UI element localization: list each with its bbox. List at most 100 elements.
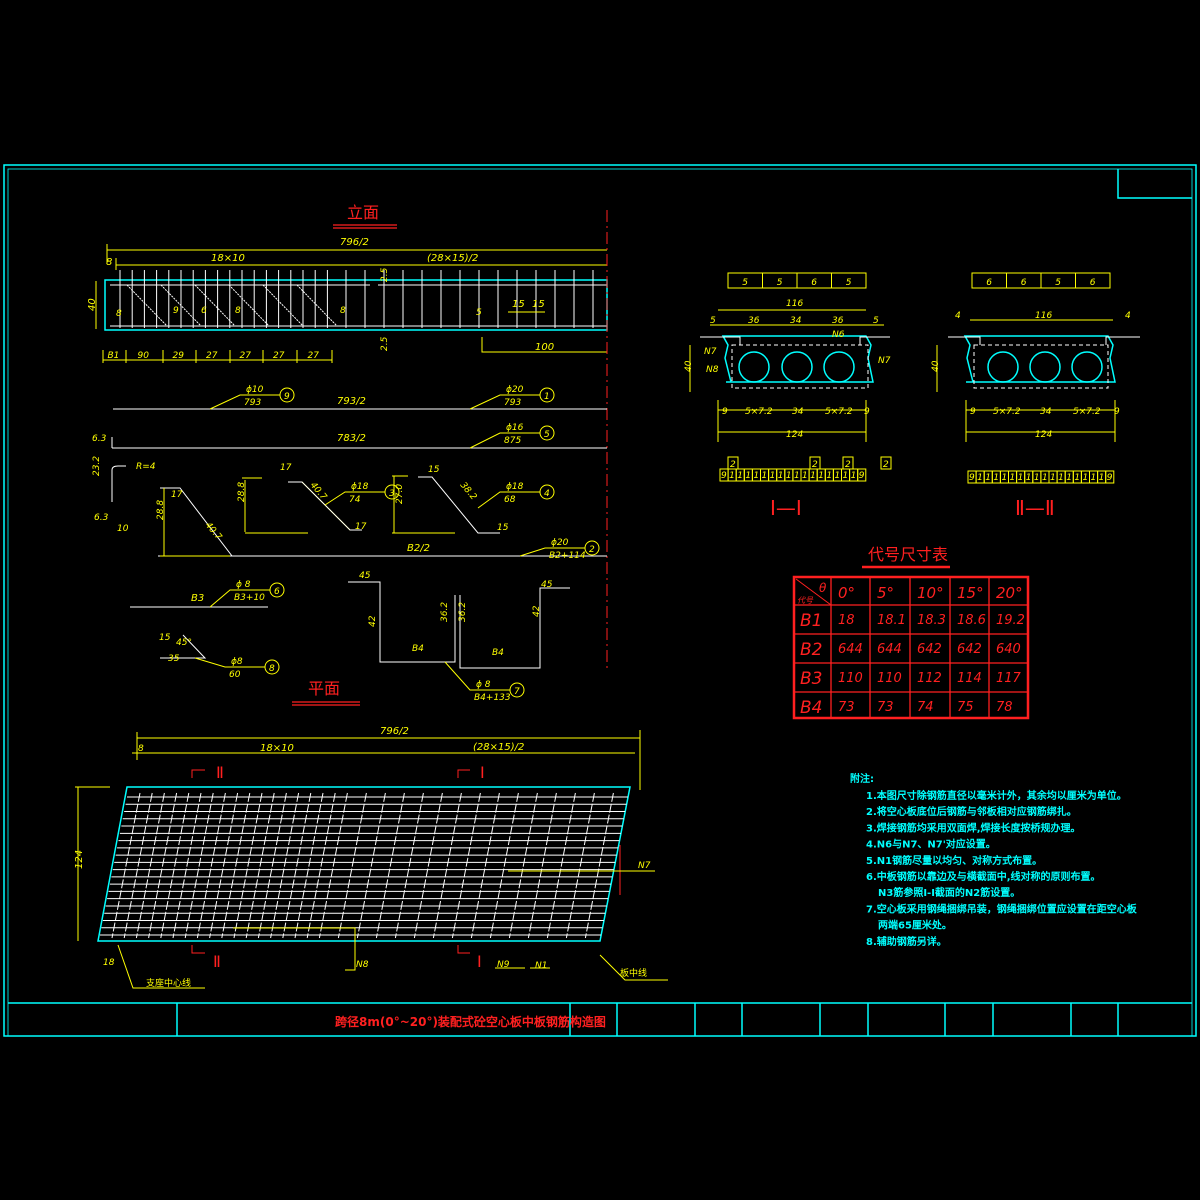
svg-text:15: 15 xyxy=(532,299,545,310)
plan-stirrup xyxy=(356,792,386,939)
svg-text:18: 18 xyxy=(103,958,115,968)
bar-3-leader xyxy=(324,491,385,506)
section1-h40: 40 xyxy=(684,360,694,372)
bar-7-diameter: ϕ 8 xyxy=(476,680,491,690)
bar-id-label: 2 xyxy=(845,460,851,470)
bar-id-label: 1 xyxy=(737,471,743,481)
section1-b9a: 9 xyxy=(722,407,728,417)
table-cell: 75 xyxy=(957,700,974,715)
bar-3-id: 3 xyxy=(389,489,395,499)
svg-text:45: 45 xyxy=(359,571,371,581)
bar-id-label: 1 xyxy=(1010,473,1016,483)
section1-N6: N6 xyxy=(832,330,845,340)
section2-w116: 116 xyxy=(1035,311,1052,321)
bar-id-label: 6 xyxy=(811,278,817,288)
plan-stirrup xyxy=(508,792,538,939)
bent-bar xyxy=(262,284,304,327)
bar-7-leader xyxy=(444,661,510,691)
bar-8-id: 8 xyxy=(269,664,275,674)
bar-id-label: 5 xyxy=(777,278,783,288)
section-1-title: Ⅰ—Ⅰ xyxy=(770,496,802,520)
bar-id-label: 1 xyxy=(778,471,784,481)
bar-8-leader xyxy=(194,657,265,668)
section1-l5: 5 xyxy=(710,316,716,326)
bar-9-leader xyxy=(209,394,280,410)
svg-text:796/2: 796/2 xyxy=(340,237,369,248)
svg-text:板中线: 板中线 xyxy=(620,967,647,979)
section2-b34: 34 xyxy=(1040,407,1052,417)
section2-b9b: 9 xyxy=(1114,407,1120,417)
bottom-dim-label: 27 xyxy=(240,351,252,361)
section1-b34: 34 xyxy=(792,407,804,417)
table-header: 15° xyxy=(957,584,984,602)
svg-text:23.2: 23.2 xyxy=(92,456,102,476)
bottom-dim-label: 29 xyxy=(173,351,185,361)
table-header: 10° xyxy=(917,584,944,602)
section1-b57a: 5×7.2 xyxy=(745,407,773,417)
svg-text:17: 17 xyxy=(355,522,367,532)
bar-3-length: 74 xyxy=(349,495,361,505)
bar-3-id-circle xyxy=(384,484,400,500)
svg-text:28.8: 28.8 xyxy=(237,482,247,502)
bar-4-id-circle xyxy=(539,484,555,500)
bar-id-label: 1 xyxy=(1058,473,1064,483)
plan-stirrup xyxy=(294,792,324,939)
svg-text:9: 9 xyxy=(173,306,179,316)
table-row-code: B2 xyxy=(800,640,822,660)
table-cell: 18.1 xyxy=(877,613,906,628)
svg-text:N7: N7 xyxy=(638,861,651,871)
svg-text:15: 15 xyxy=(497,523,509,533)
bottom-dim-label: B1 xyxy=(108,351,120,361)
section1-r5: 5 xyxy=(873,316,879,326)
bar-5-id: 5 xyxy=(544,430,550,440)
table-corner-theta: θ xyxy=(819,581,827,595)
section2-r4: 4 xyxy=(1125,311,1131,321)
note-line: 4.N6与N7、N7'对应设置。 xyxy=(866,838,996,851)
bar-id-label: 2 xyxy=(812,460,818,470)
bar-id-label: 1 xyxy=(729,471,735,481)
bar-id-label: 1 xyxy=(794,471,800,481)
bar-id-label: 1 xyxy=(1034,473,1040,483)
bar-7-length: B4+133 xyxy=(474,693,511,703)
bar-id-label: 6 xyxy=(1090,278,1096,288)
plan-stirrup xyxy=(318,792,348,939)
note-line: N3筋参照Ⅰ-Ⅰ截面的N2筋设置。 xyxy=(878,886,1020,899)
bar-id-label: 2 xyxy=(730,460,736,470)
plan-stirrup xyxy=(233,792,263,939)
bar-8-diameter: ϕ8 xyxy=(231,657,243,667)
bar-id-label: 2 xyxy=(883,460,889,470)
bar-id-box xyxy=(1075,272,1111,289)
note-line: 1.本图尺寸除钢筋直径以毫米计外，其余均以厘米为单位。 xyxy=(866,789,1127,802)
svg-text:B4: B4 xyxy=(492,648,504,658)
section2-l4: 4 xyxy=(955,311,961,321)
table-header: 5° xyxy=(877,584,894,602)
plan-stirrup xyxy=(470,792,500,939)
plan-stirrup xyxy=(489,792,519,939)
bar-id-label: 1 xyxy=(977,473,983,483)
bar-id-label: 1 xyxy=(770,471,776,481)
bar-id-label: 1 xyxy=(818,471,824,481)
bent-bar xyxy=(296,284,338,327)
section1-d36a: 36 xyxy=(748,316,760,326)
bar-id-label: 5 xyxy=(1055,278,1061,288)
section1-w116: 116 xyxy=(786,299,803,309)
table-header: 20° xyxy=(996,584,1023,602)
bar-id-box xyxy=(857,468,867,482)
table-cell: 18.3 xyxy=(917,613,946,628)
bottom-dim-label: 27 xyxy=(273,351,285,361)
svg-text:18×10: 18×10 xyxy=(211,253,245,264)
note-line: 3.焊接钢筋均采用双面焊,焊接长度按桥规办理。 xyxy=(866,821,1081,834)
bar-1-leader xyxy=(469,394,540,410)
bar-6-shape-label: B3 xyxy=(191,593,204,604)
section1-N7b: N7 xyxy=(878,356,891,366)
table-corner-diagonal xyxy=(795,578,832,606)
plan-stirrup xyxy=(160,792,190,939)
bar-2-leader xyxy=(519,547,585,557)
bar-2-id-circle xyxy=(584,540,600,556)
table-corner-code: 代号 xyxy=(797,596,814,605)
plan-stirrup xyxy=(209,792,239,939)
table-cell: 19.2 xyxy=(996,613,1025,628)
plan-stirrup xyxy=(375,792,405,939)
table-cell: 110 xyxy=(838,671,863,686)
plan-stirrup xyxy=(451,792,481,939)
